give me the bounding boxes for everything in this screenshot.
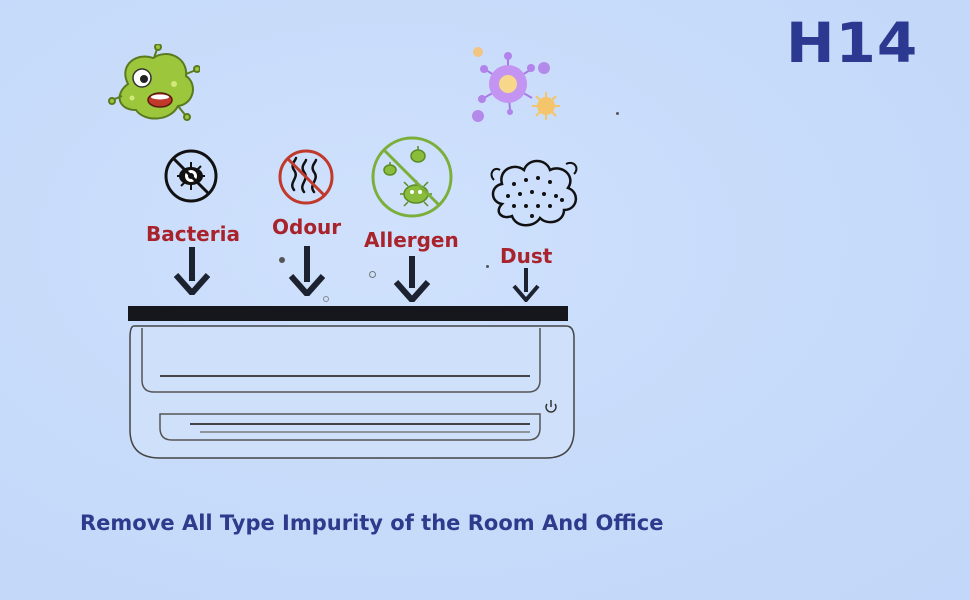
tagline: Remove All Type Impurity of the Room And… [80, 511, 664, 535]
arrow-down-icon [393, 256, 431, 306]
no-odour-icon [276, 148, 336, 210]
speck [369, 271, 376, 278]
air-conditioner-unit [120, 318, 580, 472]
arrow-down-icon [512, 268, 540, 306]
label-allergen: Allergen [364, 228, 459, 252]
no-bacteria-icon [161, 148, 221, 208]
virus-particle-icon [468, 44, 564, 132]
brand-logo-h14: H14 [786, 10, 919, 76]
arrow-down-icon [173, 247, 211, 299]
no-allergen-icon [370, 136, 454, 222]
arrow-down-icon [288, 246, 326, 300]
speck [279, 257, 285, 263]
speck [486, 265, 489, 268]
label-odour: Odour [272, 215, 342, 239]
speck [323, 296, 329, 302]
dust-cloud-icon [484, 150, 584, 238]
h14-filter-bar [128, 306, 568, 321]
label-dust: Dust [500, 244, 553, 268]
speck [616, 112, 619, 115]
power-icon [545, 400, 557, 413]
label-bacteria: Bacteria [146, 222, 240, 246]
germ-cartoon-icon [108, 43, 201, 128]
